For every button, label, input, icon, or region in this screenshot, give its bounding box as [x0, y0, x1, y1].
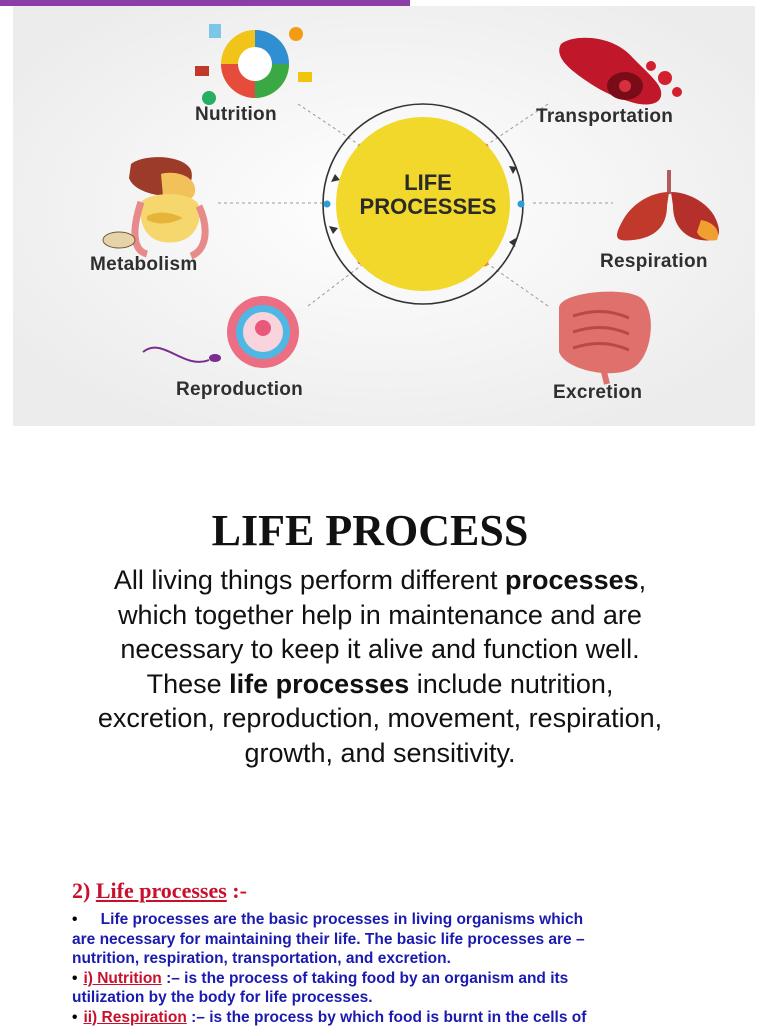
bullet-icon: •	[72, 911, 77, 928]
page-heading: LIFE PROCESS	[0, 505, 740, 556]
notes-title-number: 2)	[72, 878, 96, 903]
paragraph-bold-life-processes: life processes	[229, 669, 409, 699]
bullet-icon: •	[72, 970, 77, 987]
notes-line-6-text: :– is the process by which food is burnt…	[187, 1009, 587, 1026]
notes-line-2: are necessary for maintaining their life…	[72, 930, 762, 950]
notes-title-suffix: :-	[227, 878, 247, 903]
center-label: LIFE PROCESSES	[343, 171, 513, 219]
notes-respiration-label: ii) Respiration	[83, 1009, 186, 1026]
paragraph-text-1: All living things perform different	[114, 565, 505, 595]
notes-line-5: utilization by the body for life process…	[72, 988, 762, 1008]
notes-nutrition-label: i) Nutrition	[83, 970, 161, 987]
intro-paragraph: All living things perform different proc…	[95, 563, 665, 770]
notes-title: 2) Life processes :-	[72, 878, 762, 904]
center-label-line1: LIFE	[343, 171, 513, 195]
notes-title-text: Life processes	[96, 878, 227, 903]
bullet-icon: •	[72, 1009, 77, 1026]
notes-line-1: • Life processes are the basic processes…	[72, 910, 762, 930]
notes-line-6: • ii) Respiration :– is the process by wh…	[72, 1008, 762, 1027]
notes-line-4: • i) Nutrition :– is the process of takin…	[72, 969, 762, 989]
notes-section: 2) Life processes :- • Life processes ar…	[72, 878, 762, 1027]
label-reproduction: Reproduction	[176, 379, 303, 401]
label-transportation: Transportation	[536, 106, 673, 128]
life-processes-infographic: LIFE PROCESSES Nutrition Transportation …	[13, 6, 755, 426]
notes-line-3: nutrition, respiration, transportation, …	[72, 949, 762, 969]
notes-line-4-text: :– is the process of taking food by an o…	[162, 970, 569, 987]
label-metabolism: Metabolism	[90, 254, 198, 276]
label-excretion: Excretion	[553, 382, 642, 404]
notes-line-1-text: Life processes are the basic processes i…	[101, 911, 583, 928]
paragraph-bold-processes: processes	[505, 565, 639, 595]
label-respiration: Respiration	[600, 251, 708, 273]
label-nutrition: Nutrition	[195, 104, 277, 126]
center-label-line2: PROCESSES	[343, 195, 513, 219]
